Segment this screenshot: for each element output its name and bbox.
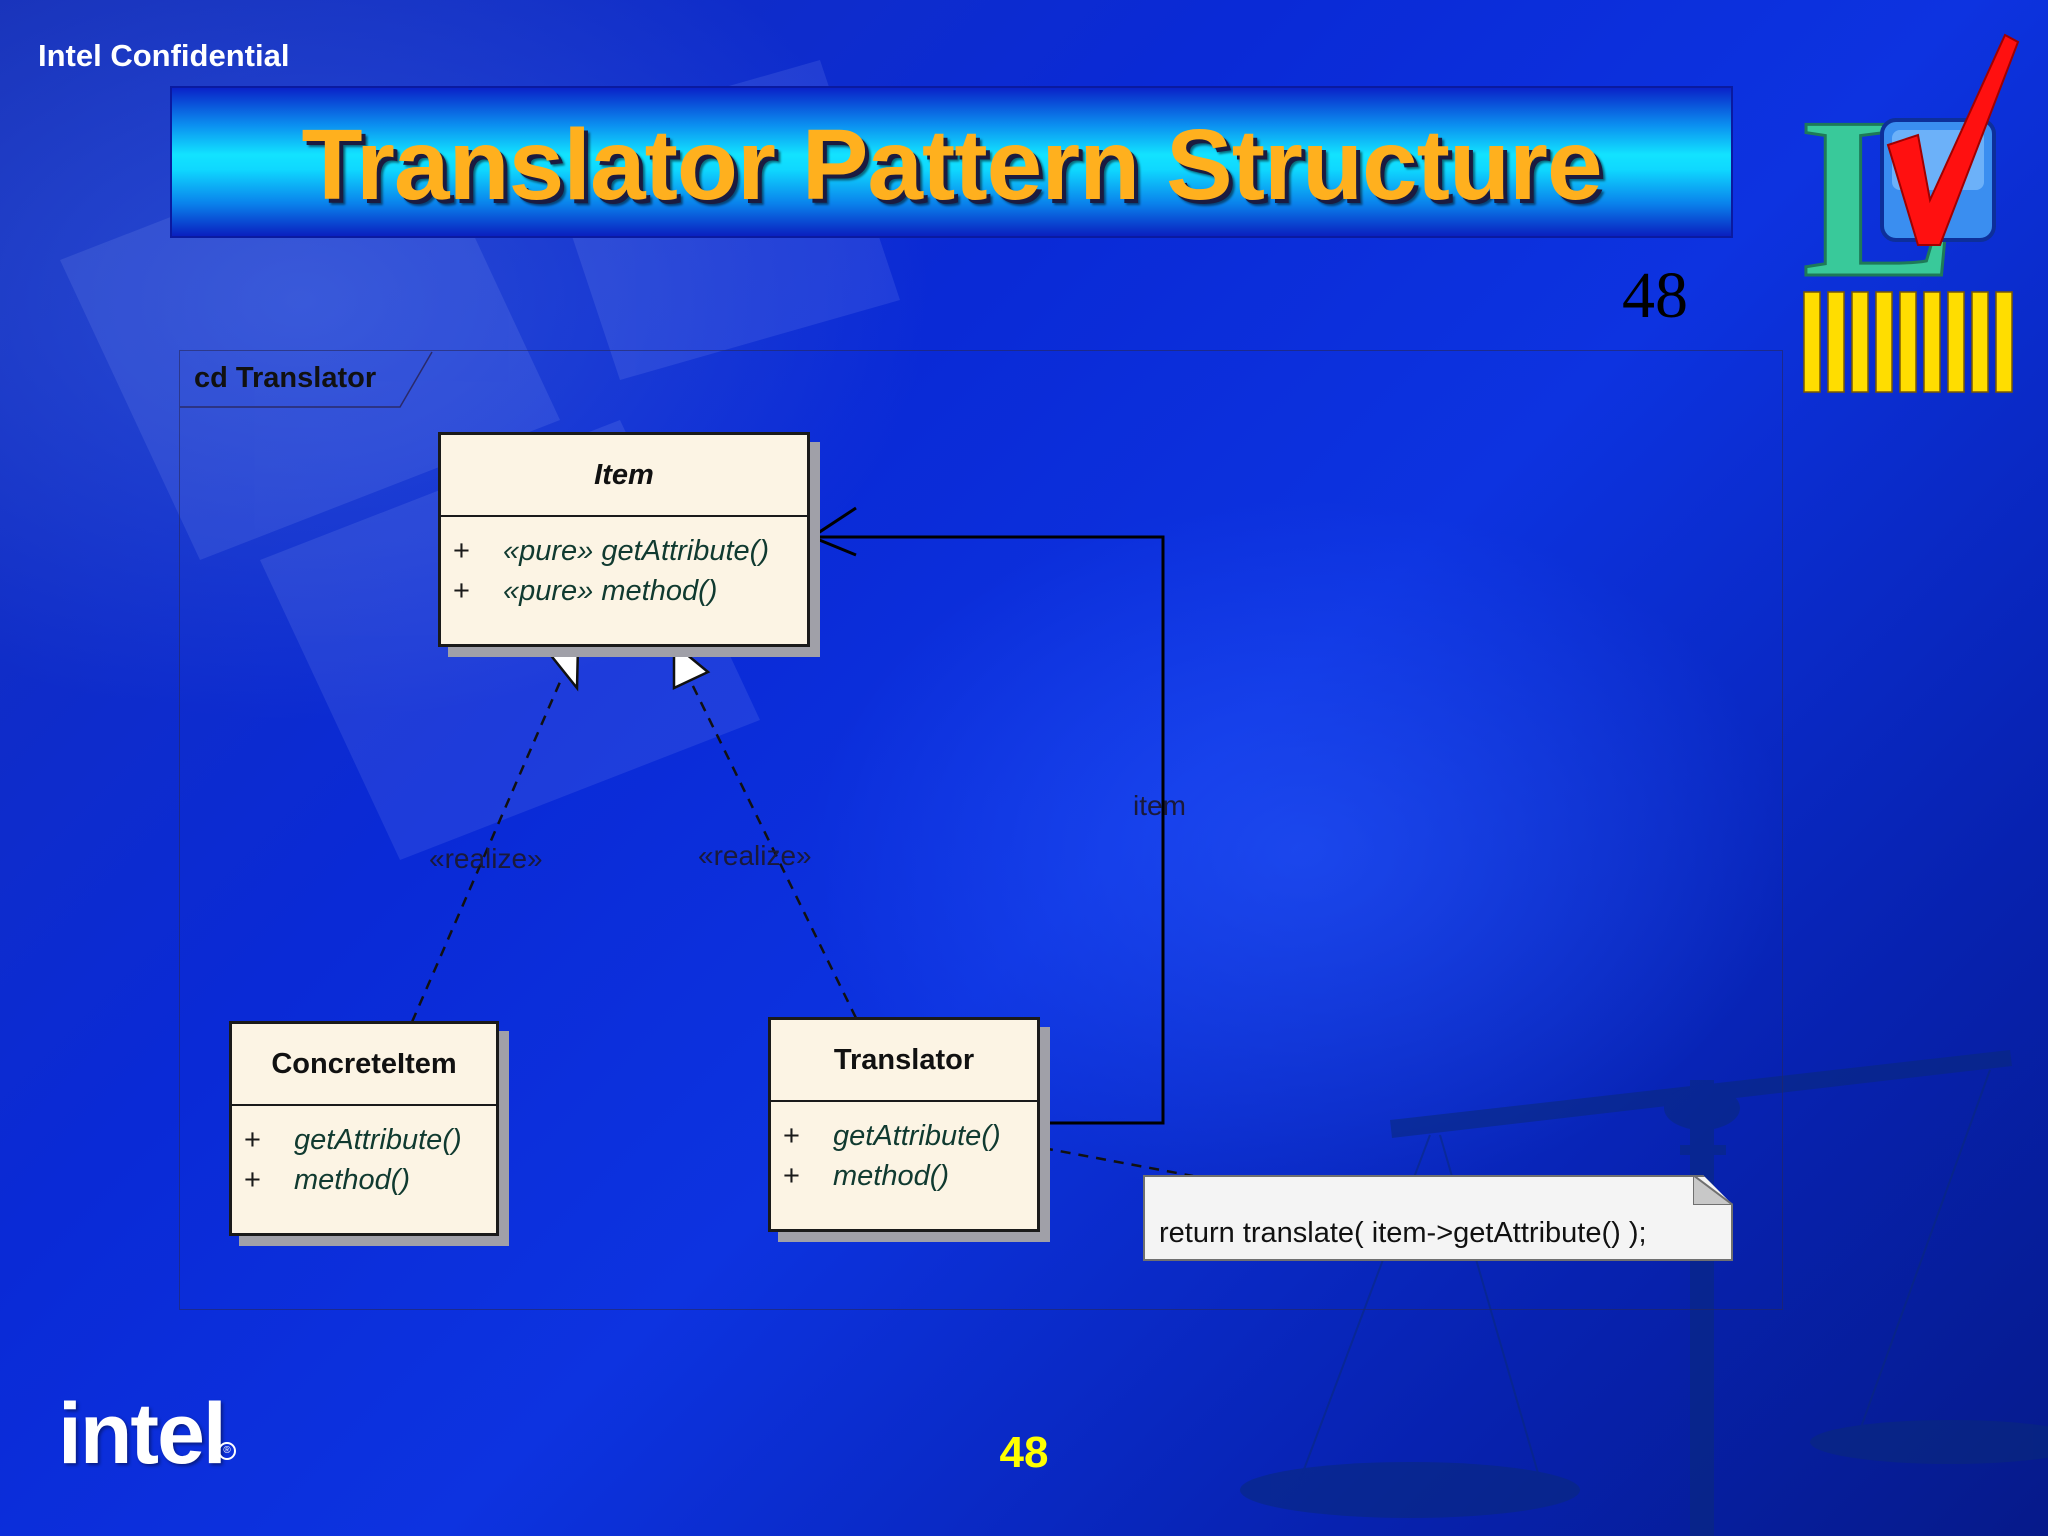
realize-label-left: «realize»	[429, 843, 543, 875]
class-item-operations: +«pure» getAttribute() +«pure» method()	[441, 517, 807, 611]
operation: +method()	[244, 1160, 496, 1200]
operation: +«pure» method()	[453, 571, 807, 611]
note-anchor-line	[1043, 1148, 1193, 1176]
note-text: return translate( item->getAttribute() )…	[1159, 1217, 1647, 1250]
class-translator[interactable]: Translator +getAttribute() +method()	[768, 1017, 1040, 1232]
realize-arrowhead-translator	[674, 644, 708, 688]
class-translator-name: Translator	[771, 1020, 1037, 1102]
note[interactable]: return translate( item->getAttribute() )…	[1143, 1175, 1733, 1261]
association-label: item	[1133, 790, 1186, 822]
class-concrete-item[interactable]: ConcreteItem +getAttribute() +method()	[229, 1021, 499, 1236]
operation: +getAttribute()	[783, 1116, 1037, 1156]
class-concrete-item-operations: +getAttribute() +method()	[232, 1106, 496, 1200]
class-item-name: Item	[441, 435, 807, 517]
operation: +method()	[783, 1156, 1037, 1196]
class-concrete-item-name: ConcreteItem	[232, 1024, 496, 1106]
association-arrowhead	[812, 508, 856, 555]
operation: +«pure» getAttribute()	[453, 531, 807, 571]
page-number-bottom: 48	[0, 1428, 2048, 1478]
class-translator-operations: +getAttribute() +method()	[771, 1102, 1037, 1196]
realize-arrowhead-concrete	[545, 645, 578, 688]
class-item[interactable]: Item +«pure» getAttribute() +«pure» meth…	[438, 432, 810, 647]
operation: +getAttribute()	[244, 1120, 496, 1160]
realize-label-right: «realize»	[698, 840, 812, 872]
note-fold-corner	[1693, 1175, 1733, 1205]
